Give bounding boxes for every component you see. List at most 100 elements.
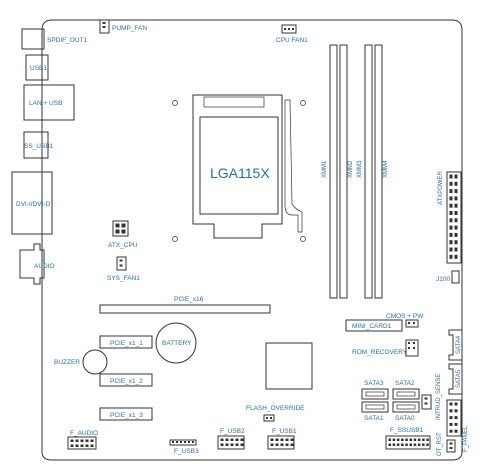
pin (454, 189, 458, 194)
pin (449, 429, 453, 433)
atxpower-label: ATXPOWER (438, 170, 444, 205)
pcie-x1-2-label: PCIE_x1_2 (110, 378, 143, 385)
pin (396, 443, 400, 446)
xmm3-label: XMM3 (357, 160, 363, 178)
pin (449, 196, 453, 201)
pin (80, 444, 84, 447)
pin (454, 422, 458, 426)
ot-rst-label: OT_RST (437, 432, 443, 456)
pin (176, 441, 178, 443)
pin (70, 444, 74, 447)
pin (449, 203, 453, 208)
pin (230, 438, 234, 441)
pin (220, 438, 224, 441)
pcie-x1-2-slot (99, 373, 153, 387)
mini-card1-label: MINI_CARD1 (352, 323, 392, 330)
pin (388, 443, 391, 446)
pin (449, 409, 453, 413)
intrud-sense-header (421, 394, 432, 410)
f-usb2-label: F_USB2 (220, 428, 245, 435)
sata5-label: SATA5 (456, 369, 462, 388)
pin (275, 443, 279, 446)
pin (449, 416, 453, 420)
pin (184, 441, 186, 443)
pin (220, 443, 224, 446)
pin (449, 422, 453, 426)
sata3-connector (361, 388, 389, 400)
pin (454, 409, 458, 413)
pin (449, 218, 453, 223)
pin (449, 211, 453, 215)
pin (426, 443, 429, 446)
spdif-out1-label: SPDIF_OUT1 (47, 37, 87, 44)
lan-usb-port (23, 84, 75, 121)
pin (235, 443, 239, 446)
pin (180, 441, 182, 443)
sata5-connector (448, 363, 463, 395)
pin (405, 443, 408, 446)
sata1-label: SATA1 (364, 415, 384, 422)
pin (235, 438, 239, 441)
chipset (265, 342, 313, 390)
pin (454, 211, 458, 215)
cpu-fan1-header (281, 24, 297, 34)
f-panel-pins (449, 402, 458, 433)
pin (401, 438, 404, 441)
pin (449, 247, 453, 252)
pin (188, 441, 190, 443)
pin (280, 443, 284, 446)
dimm-slot-xmm2 (339, 44, 348, 299)
f-usb3-pins (172, 441, 194, 443)
pin (280, 438, 284, 441)
pin (454, 203, 458, 208)
sys-fan1-header (116, 256, 127, 271)
pin (454, 416, 458, 420)
pump-fan-label: PUMP_FAN (112, 25, 147, 32)
atx-power-pins (449, 174, 458, 259)
pin (401, 443, 404, 446)
pin (422, 438, 425, 441)
pin (270, 438, 274, 441)
sata2-label: SATA2 (395, 380, 415, 387)
socket-lever (284, 99, 303, 233)
mount-hole (300, 236, 306, 242)
flash-override-header (263, 414, 275, 422)
battery-label: BATTERY (162, 340, 192, 347)
pin (405, 438, 408, 441)
pin (422, 443, 425, 446)
lan-usb-label: LAN + USB (29, 100, 62, 107)
pcie-x16-slot (99, 304, 271, 314)
pin (449, 225, 453, 230)
f-usb2-pins (220, 438, 244, 446)
xmm2-label: XMM2 (348, 160, 354, 178)
pin (388, 438, 391, 441)
dvi-port (11, 171, 53, 235)
f-audio-pins (70, 439, 94, 447)
mount-hole (172, 100, 178, 106)
f-ssusb1-header (385, 435, 431, 450)
f-ssusb1-pins (388, 438, 429, 446)
pin (392, 443, 396, 446)
j100-header (451, 270, 460, 284)
pin (75, 444, 79, 447)
socket-label: LGA115X (210, 165, 270, 181)
pin (454, 240, 458, 245)
pin (240, 443, 244, 446)
cmos-pw-header (405, 319, 419, 328)
sata4-connector (448, 329, 463, 361)
pin (240, 438, 244, 441)
buzzer (82, 349, 108, 375)
pin (396, 438, 400, 441)
dimm-slot-xmm4 (374, 44, 383, 299)
pin (75, 439, 79, 442)
pin (417, 443, 421, 446)
f-panel-label: F_PANEL (463, 425, 469, 452)
f-usb1-label: F_USB1 (272, 428, 297, 435)
ss-usb1-port (23, 131, 49, 159)
pin (454, 225, 458, 230)
f-usb3-header (169, 439, 197, 446)
atx-power-connector (446, 171, 462, 264)
pin (275, 438, 279, 441)
sata4-label: SATA4 (456, 335, 462, 354)
